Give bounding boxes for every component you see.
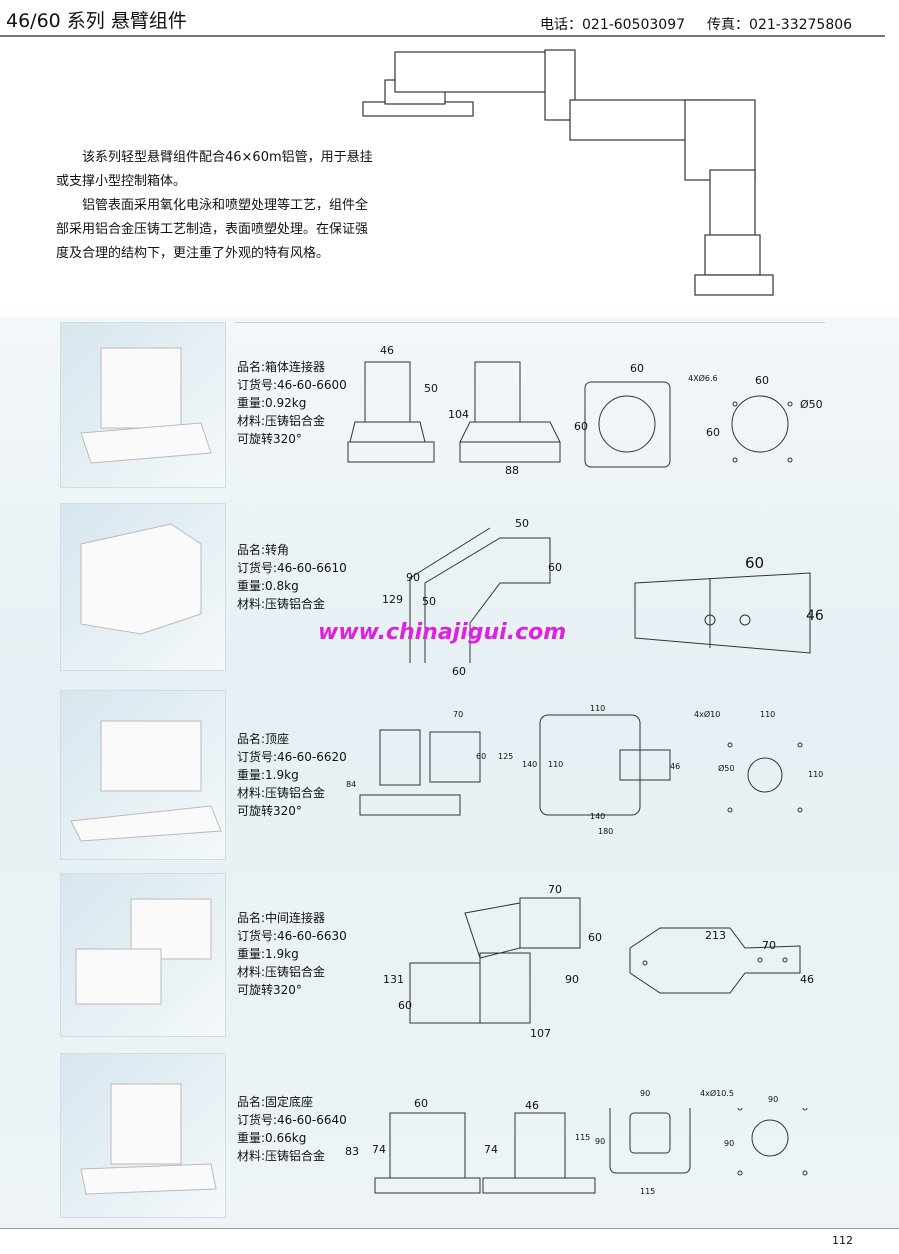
dimension-label: 60	[548, 561, 562, 574]
rotation: 可旋转320°	[237, 983, 302, 997]
dimension-label: 4xØ10.5	[700, 1089, 734, 1098]
product-name: 品名:转角	[237, 543, 290, 557]
dimension-label: 60	[476, 752, 487, 761]
product-photo	[60, 690, 226, 860]
dimension-label: 213	[705, 929, 726, 942]
weight: 重量:0.66kg	[237, 1131, 307, 1145]
dimension-label: 84	[346, 780, 357, 789]
contact-info: 电话：021-60503097 传真：021-33275806	[540, 14, 874, 34]
material: 材料:压铸铝合金	[237, 414, 326, 428]
dimension-label: 180	[598, 827, 614, 836]
dimension-label: Ø50	[800, 398, 823, 411]
fax: 传真：021-33275806	[707, 17, 853, 33]
dimension-label: 46	[800, 973, 814, 986]
technical-drawing	[347, 361, 793, 468]
intro-text: 该系列轻型悬臂组件配合46×60m铝管，用于悬挂或支撑小型控制箱体。 铝管表面采…	[56, 146, 376, 266]
material: 材料:压铸铝合金	[237, 1149, 326, 1163]
dimension-label: 107	[530, 1027, 551, 1040]
dimension-label: 50	[515, 517, 529, 530]
dimension-label: 110	[808, 770, 824, 779]
dimension-label: 90	[640, 1089, 651, 1098]
dimension-label: 74	[484, 1143, 498, 1156]
rotation: 可旋转320°	[237, 432, 302, 446]
dimension-label: 60	[452, 665, 466, 678]
product-photo	[60, 503, 226, 671]
page-number: 112	[832, 1234, 853, 1247]
dimension-label: 60	[630, 362, 644, 375]
order-number: 订货号:46-60-6610	[237, 561, 347, 575]
material: 材料:压铸铝合金	[237, 965, 326, 979]
dimension-label: 50	[422, 595, 436, 608]
header-divider	[0, 35, 885, 37]
dimension-label: 125	[498, 752, 514, 761]
weight: 重量:0.92kg	[237, 396, 307, 410]
dimension-label: 46	[670, 762, 681, 771]
product-photo	[60, 322, 226, 488]
weight: 重量:1.9kg	[237, 768, 299, 782]
dimension-label: 60	[398, 999, 412, 1012]
dimension-label: 90	[724, 1139, 735, 1148]
technical-drawing	[409, 897, 801, 1024]
dimension-label: 74	[372, 1143, 386, 1156]
dimension-label: 60	[574, 420, 588, 433]
product-photo	[60, 873, 226, 1037]
dimension-label: 60	[745, 554, 765, 572]
dimension-label: 129	[382, 593, 403, 606]
dimension-label: 60	[588, 931, 602, 944]
weight: 重量:0.8kg	[237, 579, 299, 593]
rotation: 可旋转320°	[237, 804, 302, 818]
dimension-label: 140	[522, 760, 538, 769]
technical-drawing	[359, 714, 803, 816]
dimension-label: 88	[505, 464, 519, 477]
dimension-label: 4xØ10	[694, 710, 721, 719]
dimension-label: 110	[590, 704, 606, 713]
order-number: 订货号:46-60-6640	[237, 1113, 347, 1127]
product-name: 品名:中间连接器	[237, 911, 326, 925]
website-watermark: www.chinajigui.com	[318, 620, 567, 645]
intro-paragraph: 铝管表面采用氧化电泳和喷塑处理等工艺，组件全部采用铝合金压铸工艺制造，表面喷塑处…	[56, 198, 369, 261]
dimension-label: 131	[383, 973, 404, 986]
cantilever-assembly-illustration	[362, 49, 774, 296]
dimension-label: 104	[448, 408, 469, 421]
dimension-label: 115	[640, 1187, 656, 1196]
dimension-label: 70	[762, 939, 776, 952]
dimension-label: 60	[414, 1097, 428, 1110]
dimension-label: 90	[768, 1095, 779, 1104]
dimension-label: 4XØ6.6	[688, 374, 718, 383]
dimension-label: 46	[806, 608, 824, 624]
dimension-label: 60	[706, 426, 720, 439]
intro-paragraph: 该系列轻型悬臂组件配合46×60m铝管，用于悬挂或支撑小型控制箱体。	[56, 150, 373, 189]
product-name: 品名:顶座	[237, 732, 290, 746]
order-number: 订货号:46-60-6600	[237, 378, 347, 392]
dimension-label: 115	[575, 1133, 591, 1142]
page-title: 46/60 系列 悬臂组件	[6, 10, 187, 32]
product-photo	[60, 1053, 226, 1218]
order-number: 订货号:46-60-6620	[237, 750, 347, 764]
product-name: 品名:箱体连接器	[237, 360, 326, 374]
order-number: 订货号:46-60-6630	[237, 929, 347, 943]
weight: 重量:1.9kg	[237, 947, 299, 961]
technical-drawing	[409, 527, 811, 663]
dimension-label: 46	[380, 344, 394, 357]
dimension-label: Ø50	[718, 764, 735, 773]
dimension-label: 140	[590, 812, 606, 821]
dimension-label: 70	[453, 710, 464, 719]
dimension-label: 90	[595, 1137, 606, 1146]
footer-divider	[0, 1228, 899, 1229]
dimension-label: 46	[525, 1099, 539, 1112]
material: 材料:压铸铝合金	[237, 786, 326, 800]
technical-drawing	[374, 1108, 808, 1194]
material: 材料:压铸铝合金	[237, 597, 326, 611]
dimension-label: 70	[548, 883, 562, 896]
dimension-label: 83	[345, 1145, 359, 1158]
dimension-label: 50	[424, 382, 438, 395]
dimension-label: 110	[548, 760, 564, 769]
dimension-label: 60	[755, 374, 769, 387]
dimension-label: 90	[406, 571, 420, 584]
dimension-label: 90	[565, 973, 579, 986]
dimension-label: 110	[760, 710, 776, 719]
product-name: 品名:固定底座	[237, 1095, 314, 1109]
phone: 电话：021-60503097	[540, 17, 686, 33]
